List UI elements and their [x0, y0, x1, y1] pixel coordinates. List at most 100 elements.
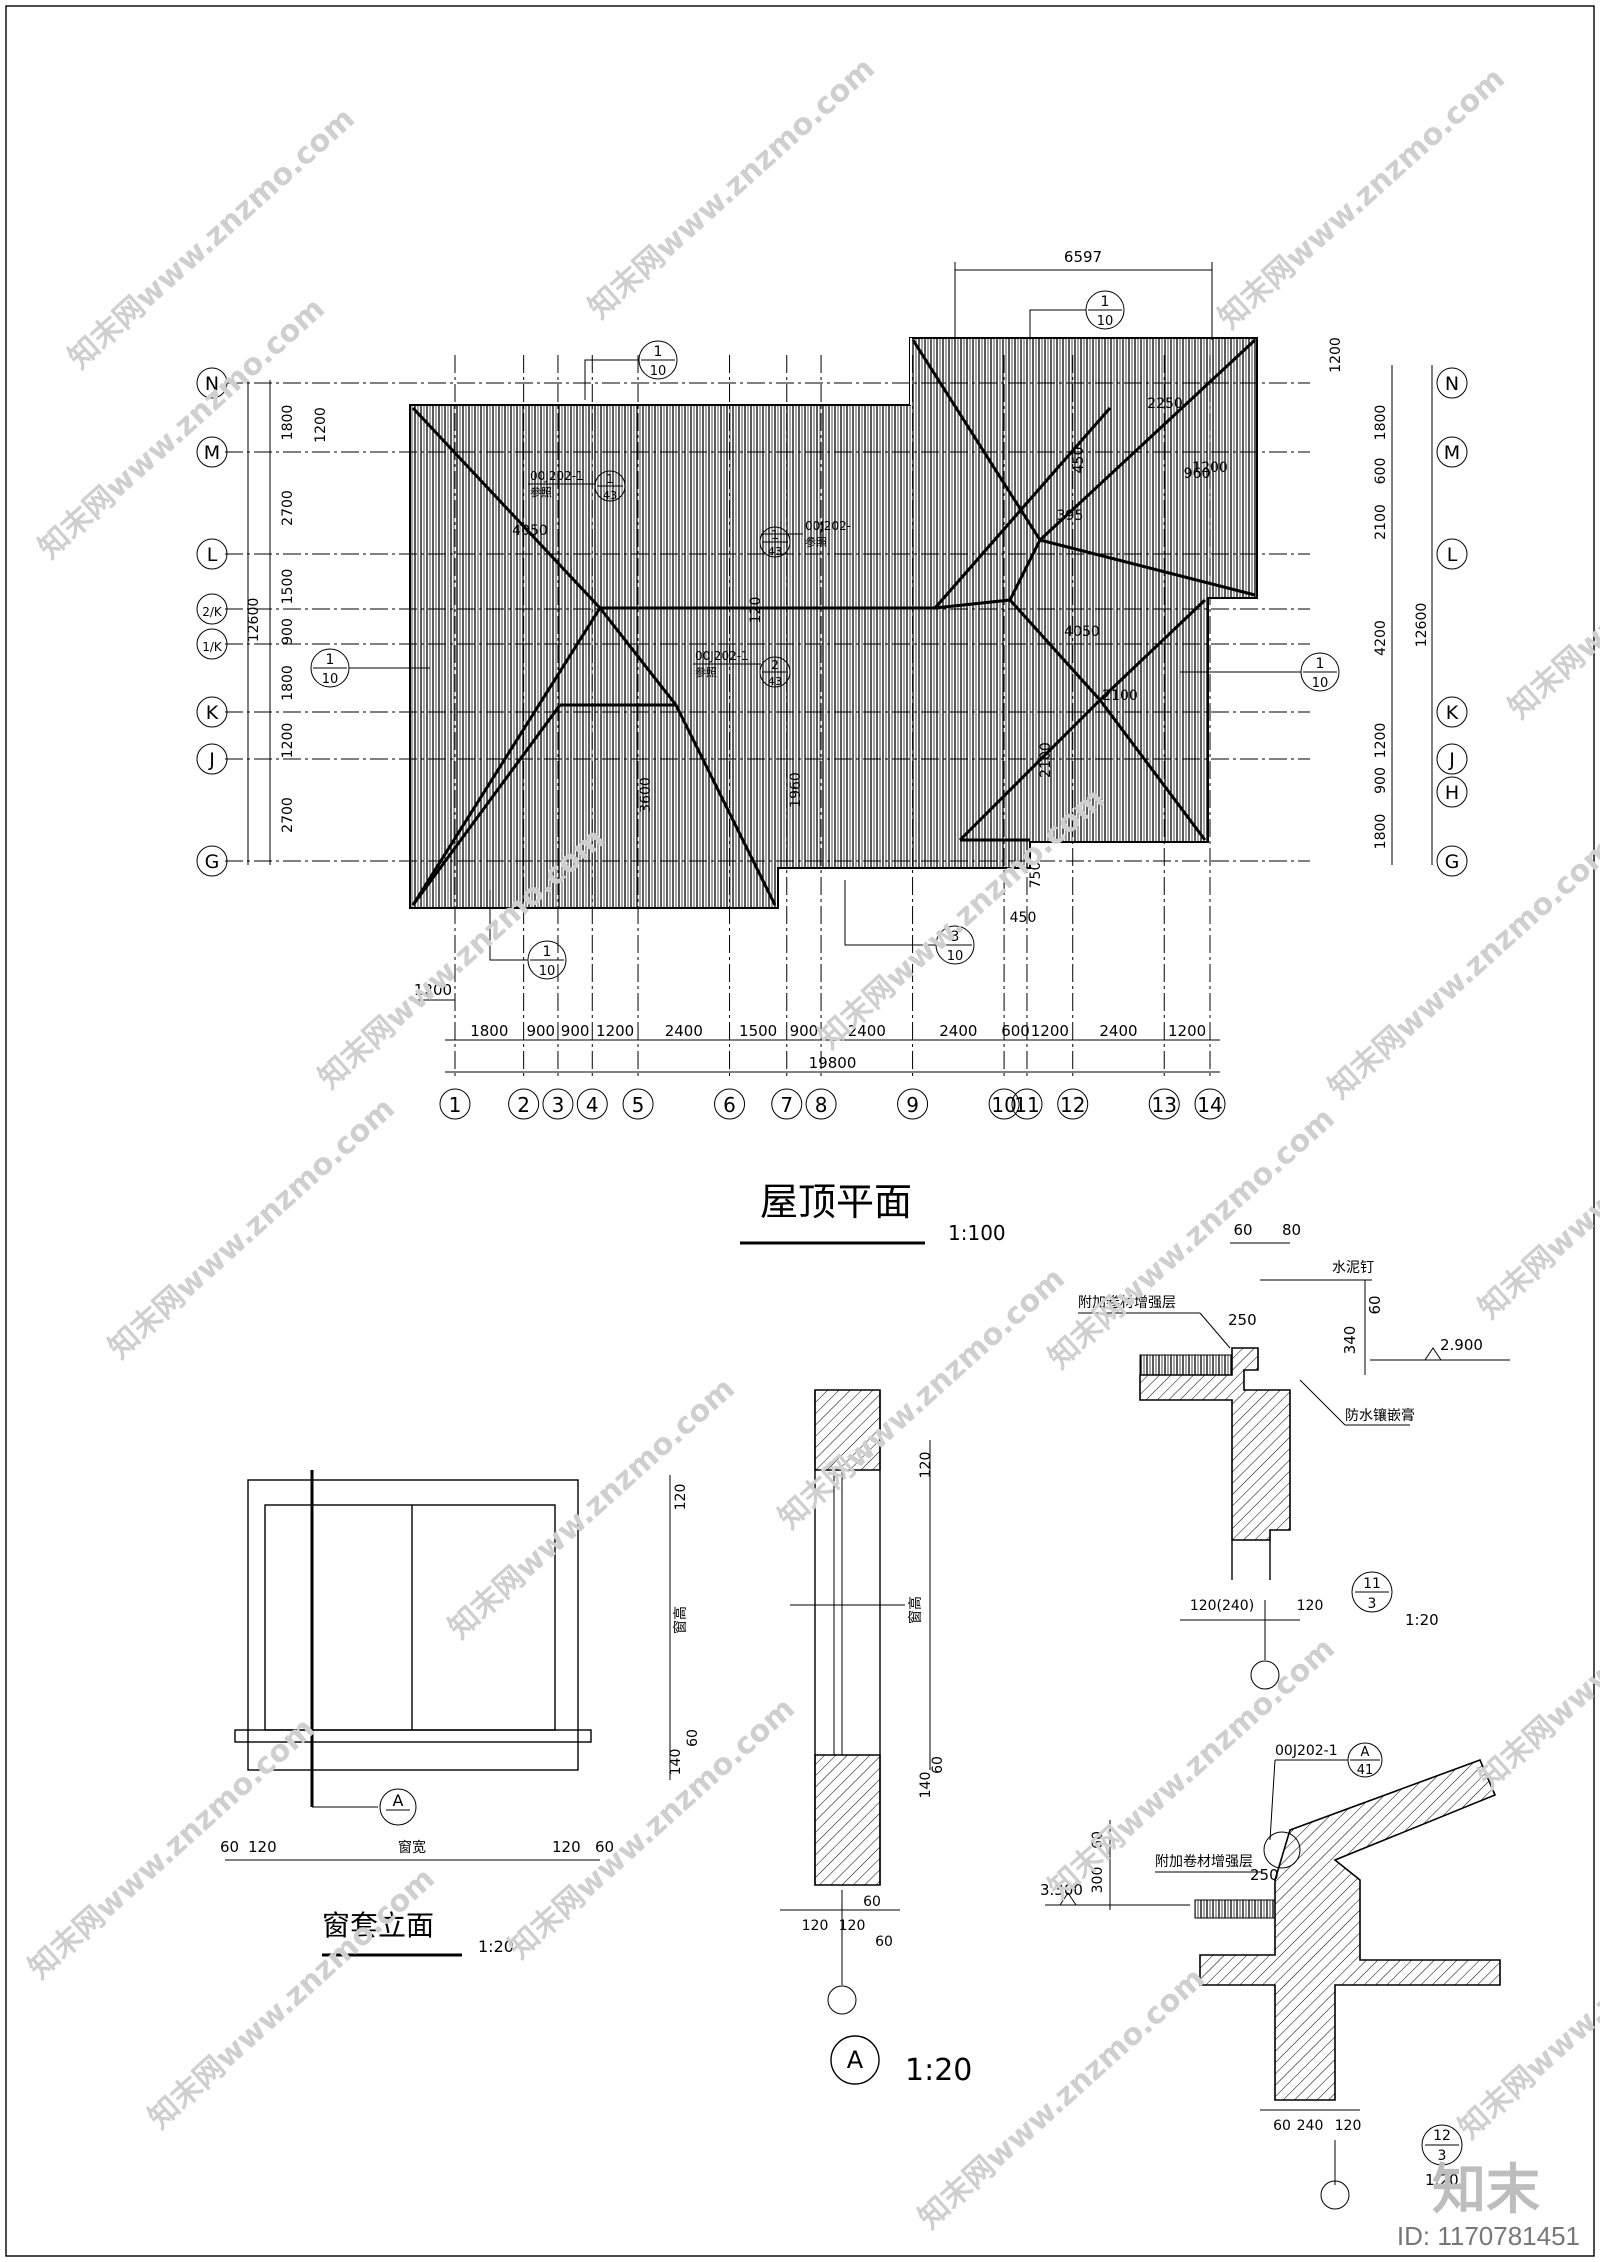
section-a-rdim-3: 60 [930, 1756, 946, 1774]
detail-12-sheet: 3 [1438, 2148, 1447, 2164]
callout-num-6: 3 [951, 929, 960, 945]
x-axis-bubble-8 [805, 1088, 837, 1120]
section-a-bdim-3: 60 [863, 1894, 881, 1910]
watermark-text-2: 知末网www.znzmo.com [582, 51, 882, 326]
right-dim-3: 2100 [1373, 504, 1389, 540]
detail-12-bdim-2: 240 [1297, 2118, 1324, 2134]
detail-11-label-sealant: 防水镶嵌膏 [1345, 1407, 1415, 1424]
window-sill [234, 1729, 592, 1743]
x-axis-label-13: 13 [1152, 1093, 1177, 1117]
detail-12-ref-den: 41 [1357, 1763, 1374, 1778]
interior-dim-11: 450 [1010, 910, 1037, 926]
left-dim-4: 900 [280, 618, 296, 645]
detail-11: 60 80 水泥钉 附加卷材增强层 防水镶嵌膏 250 340 60 2.900… [1078, 1221, 1510, 1690]
y-right-label-4: J [1448, 749, 1455, 771]
bottom-dim-12: 2400 [1099, 1022, 1137, 1040]
detail-11-sheet: 3 [1368, 1596, 1377, 1612]
callout-leader-1 [1029, 309, 1086, 340]
y-left-label-2: L [207, 544, 218, 566]
window-dim-2: 120 [248, 1838, 277, 1856]
y-left-bubble-5 [196, 696, 228, 728]
detail-11-dim-bl: 120(240) [1190, 1598, 1254, 1614]
x-axis-bubble-3 [542, 1088, 574, 1120]
x-axis-label-10: 10 [991, 1093, 1016, 1117]
callout-num-5: 1 [543, 944, 552, 960]
watermark-layer: 知末网www.znzmo.com 知末网www.znzmo.com 知末网www.z… [22, 51, 1600, 2236]
interior-dim-13: 120 [748, 597, 764, 624]
detail-11-leader-2b [1199, 1312, 1231, 1349]
interior-dim-7: 960 [1184, 466, 1211, 482]
detail-12: 00J202-1 A 41 附加卷材增强层 3.300 250 300 60 6… [1040, 1742, 1501, 2210]
ref-note-1: 参照 [530, 485, 552, 499]
x-axis-label-14: 14 [1197, 1093, 1222, 1117]
detail-12-bdim-3: 120 [1335, 2118, 1362, 2134]
detail-11-dim-top-2: 80 [1282, 1221, 1301, 1239]
section-a-label: A [847, 2046, 864, 2074]
detail-12-axis-circle [1320, 2180, 1350, 2210]
ref-circle-3 [759, 656, 791, 688]
y-left-bubble-1 [196, 436, 228, 468]
watermark-text-7: 知末网www.znzmo.com [1322, 831, 1600, 1106]
x-axis-bubble-9 [897, 1088, 929, 1120]
watermark-text-10: 知末网www.znzmo.com [442, 1371, 742, 1646]
roof-main-body [409, 337, 1258, 909]
right-total-dim: 12600 [1414, 603, 1430, 648]
y-right-bubble-3 [1436, 696, 1468, 728]
y-right-bubble-2 [1436, 538, 1468, 570]
bottom-dim-1: 1800 [470, 1022, 508, 1040]
watermark-text-15: 知末网www.znzmo.com [502, 1691, 802, 1966]
interior-dim-3: 2250 [1147, 396, 1183, 412]
y-left-label-0: N [205, 373, 219, 395]
left-dim-7: 2700 [280, 797, 296, 833]
window-frame-outer [247, 1479, 579, 1771]
ref-code-1: 00J202-1 [530, 469, 584, 483]
right-dim-7: 1800 [1373, 814, 1389, 850]
detail-11-leader-3 [1299, 1379, 1346, 1426]
ref-num-2: 1 [771, 528, 779, 542]
x-axis-bubble-7 [771, 1088, 803, 1120]
x-axis-label-3: 3 [552, 1093, 565, 1117]
window-height-label: 窗高 [672, 1606, 689, 1634]
y-left-label-7: G [205, 851, 220, 873]
x-axis-bubble-5 [622, 1088, 654, 1120]
x-axis-label-8: 8 [815, 1093, 828, 1117]
y-right-label-0: N [1445, 373, 1459, 395]
x-axis-bubble-4 [576, 1088, 608, 1120]
bottom-dim-6: 1500 [739, 1022, 777, 1040]
window-rdim-3: 60 [685, 1729, 701, 1747]
detail-11-number-circle [1351, 1571, 1393, 1613]
interior-dim-1: 4050 [512, 523, 548, 539]
bottom-dim-5: 2400 [665, 1022, 703, 1040]
x-axis-bubble-11 [1011, 1088, 1043, 1120]
callout-num-4: 1 [1316, 656, 1325, 672]
right-top-offset: 1200 [1328, 337, 1344, 373]
section-mark-circle [379, 1788, 417, 1826]
detail-11-dim-top-1: 60 [1233, 1221, 1252, 1239]
sheet-border [5, 5, 1595, 2257]
x-axis-bubble-13 [1148, 1088, 1180, 1120]
ref-den-3: 43 [768, 675, 782, 688]
section-a-label-circle [830, 2035, 880, 2085]
watermark-text-3: 知末网www.znzmo.com [1212, 61, 1512, 336]
ref-code-3: 00J202-1 [695, 649, 749, 663]
right-dim-5: 1200 [1373, 723, 1389, 759]
detail-12-insulation [1194, 1899, 1276, 1919]
section-a-bdim-1: 120 [802, 1918, 829, 1934]
window-elevation-title: 窗套立面 [322, 1909, 434, 1942]
y-left-label-6: J [208, 749, 215, 771]
y-left-bubble-3 [196, 593, 228, 625]
callout-den-6: 10 [947, 949, 964, 964]
x-axis-label-4: 4 [586, 1093, 599, 1117]
y-left-bubble-6 [196, 743, 228, 775]
x-axis-label-9: 9 [906, 1093, 919, 1117]
detail-11-number: 11 [1363, 1576, 1381, 1592]
left-dim-3: 1500 [280, 569, 296, 605]
y-left-bubble-0 [196, 367, 228, 399]
left-dim-5: 1800 [280, 665, 296, 701]
x-axis-bubble-12 [1057, 1088, 1089, 1120]
watermark-text-18: 知末网www.znzmo.com [1472, 1521, 1600, 1796]
detail-12-elev-marker [1059, 1892, 1077, 1906]
detail-12-dim-60: 60 [1090, 1831, 1106, 1849]
